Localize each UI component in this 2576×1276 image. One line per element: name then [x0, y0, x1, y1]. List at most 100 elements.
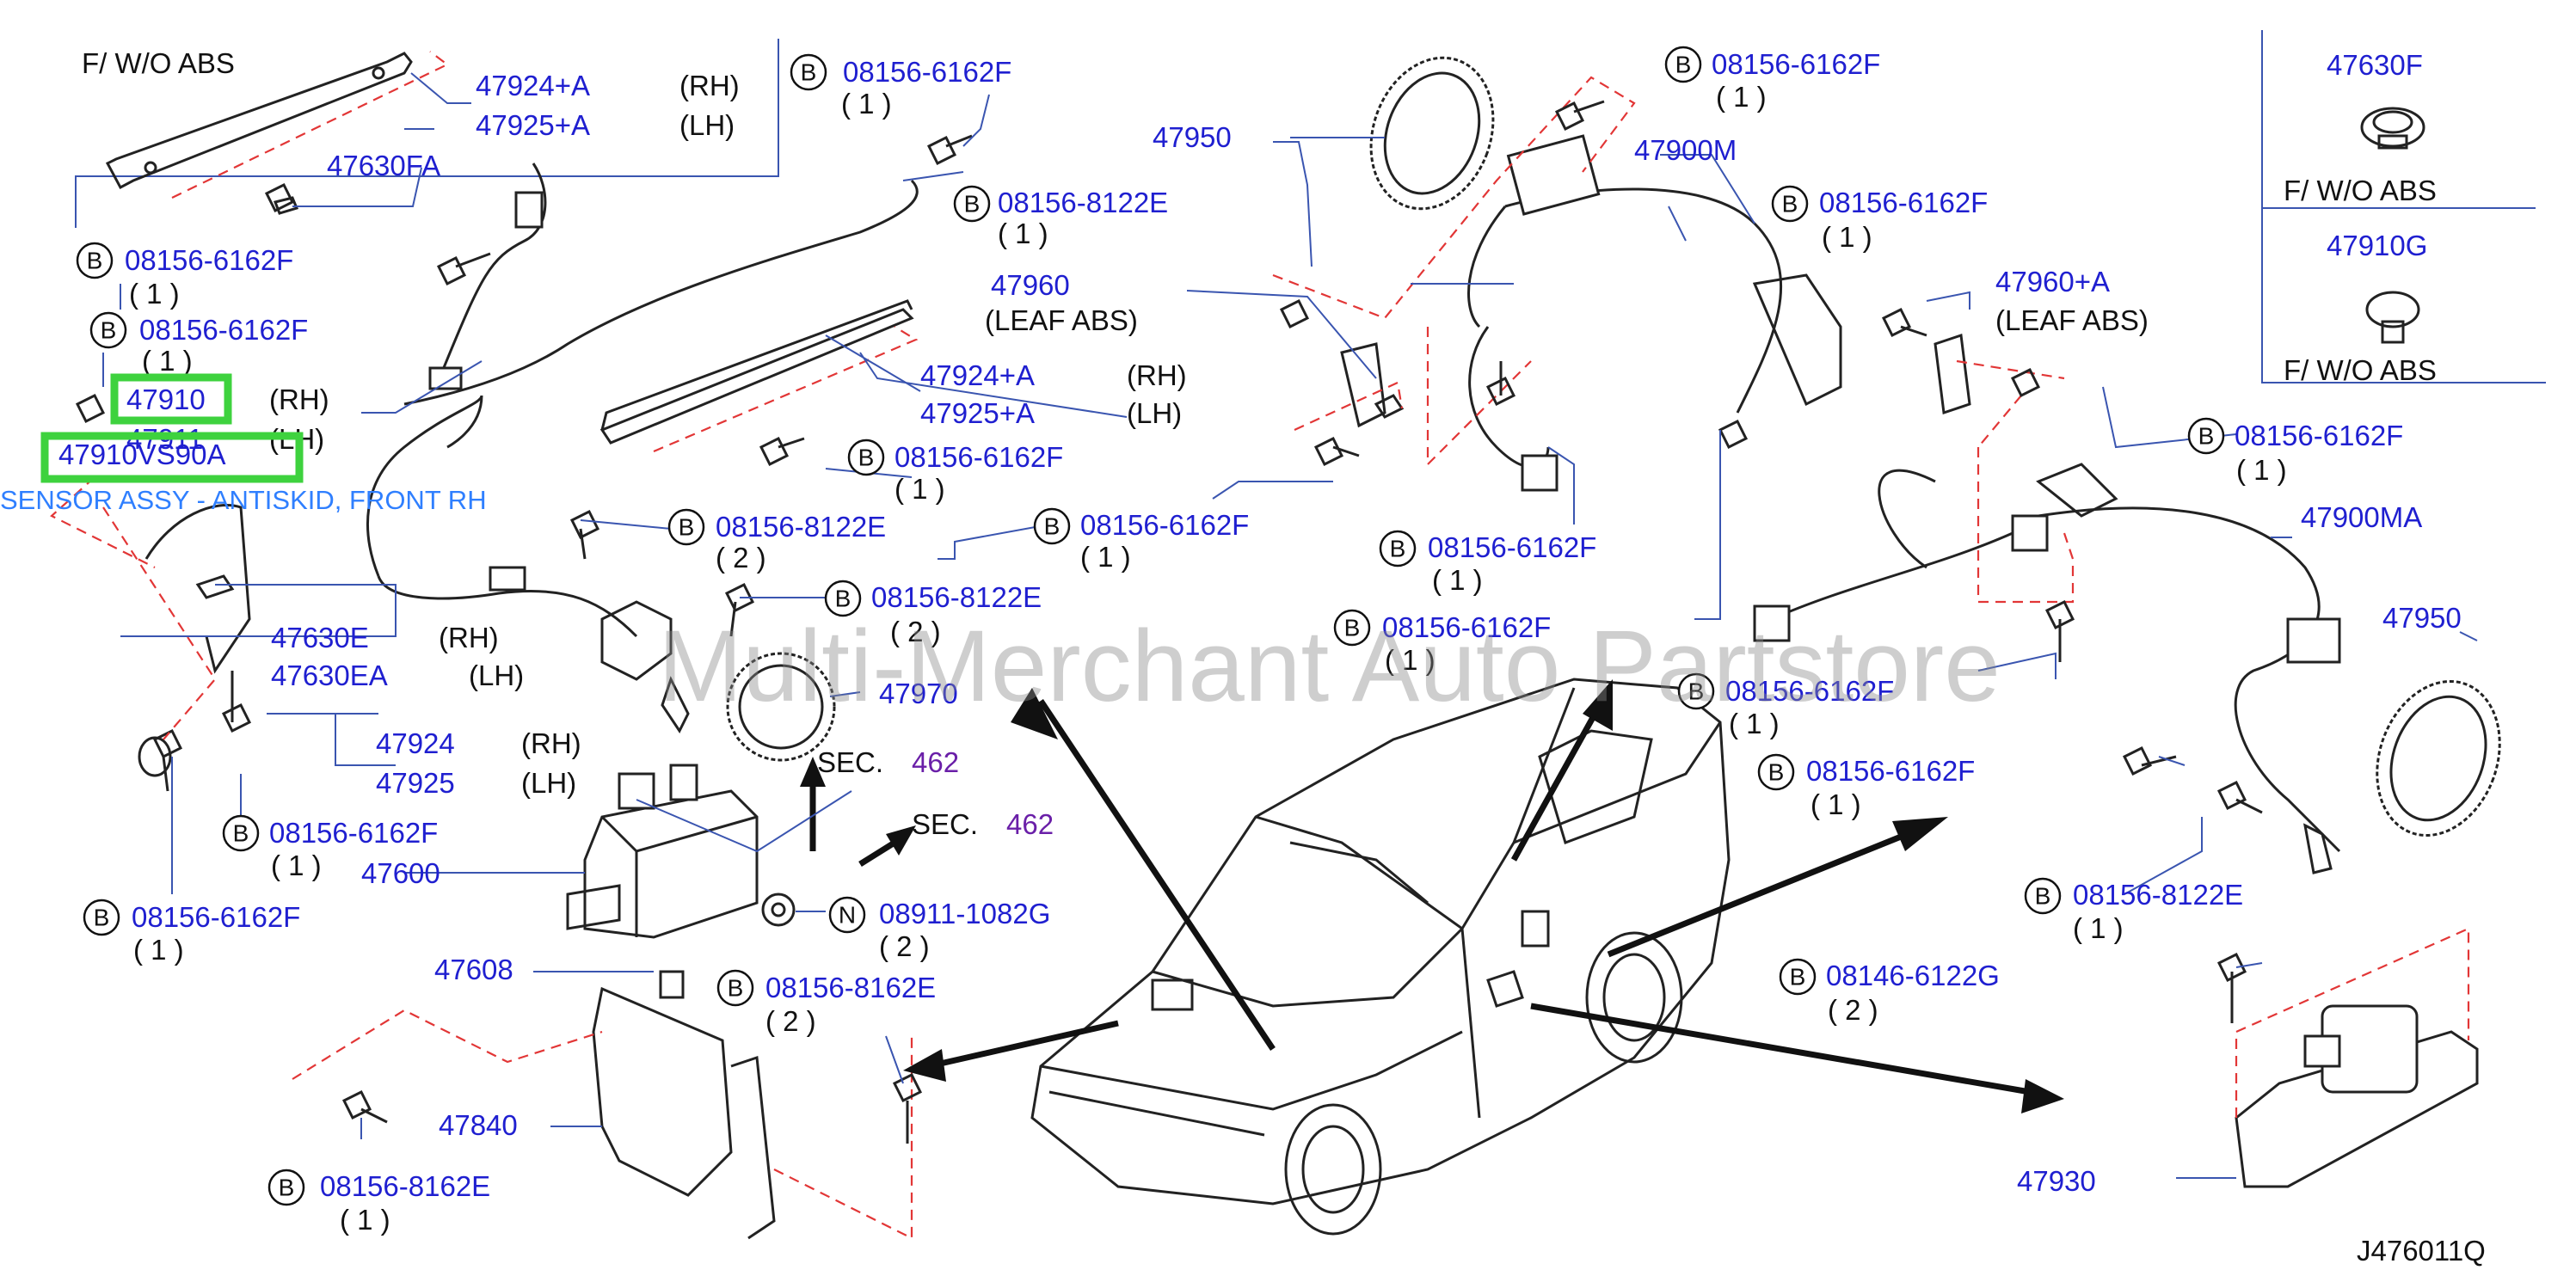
part-47960a: 47960+A — [1995, 266, 2110, 298]
qty: ( 1 ) — [133, 934, 184, 966]
note-fwo-abs: F/ W/O ABS — [2284, 175, 2437, 206]
svg-text:B: B — [101, 317, 117, 344]
bolt-08156-6162f: 08156-6162F — [125, 244, 293, 276]
b-marker: B — [667, 508, 705, 546]
sensor-tooltip: SENSOR ASSY - ANTISKID, FRONT RH — [0, 485, 487, 515]
qty: ( 1 ) — [271, 850, 322, 881]
qty: ( 1 ) — [1822, 221, 1872, 253]
frame-lines — [75, 30, 2546, 383]
b-marker: B — [267, 1169, 305, 1206]
qual-lh: (LH) — [521, 767, 576, 799]
bracket-47960a-drawing — [1934, 333, 1971, 415]
svg-text:B: B — [1675, 52, 1692, 78]
sec-num: 462 — [912, 746, 959, 778]
dashed-guide — [2235, 927, 2470, 1118]
part-47600: 47600 — [361, 857, 440, 889]
part-47925a-lower: 47925+A — [920, 397, 1035, 429]
bolt-08156-6162f: 08156-6162F — [1080, 509, 1249, 541]
part-47840: 47840 — [439, 1109, 518, 1141]
dashed-guide — [1977, 447, 2075, 604]
bolt-08156-6162f: 08156-6162F — [895, 441, 1063, 473]
b-marker: B — [1664, 46, 1702, 83]
qty: ( 2 ) — [1828, 994, 1878, 1026]
qty: ( 2 ) — [716, 542, 766, 574]
qty: ( 1 ) — [2236, 454, 2287, 486]
bolt-08156-6162f: 08156-6162F — [1806, 755, 1975, 787]
part-47608: 47608 — [434, 954, 513, 985]
grommet-47910g-drawing — [2365, 291, 2420, 344]
bolt-08146-6122g: 08146-6122G — [1826, 960, 2000, 991]
bolt-08156-8162e: 08156-8162E — [320, 1170, 490, 1202]
highlight-47910[interactable] — [110, 373, 232, 425]
leader-lines — [102, 72, 2478, 1179]
bolt-08156-8122e: 08156-8122E — [998, 187, 1168, 218]
b-marker: B — [847, 439, 885, 476]
svg-text:B: B — [1688, 678, 1705, 705]
b-marker: B — [716, 969, 754, 1007]
b-marker: B — [2024, 877, 2062, 915]
pointer-arrows — [800, 679, 2064, 1113]
b-marker: B — [1333, 609, 1371, 647]
qual-rh: (RH) — [439, 622, 499, 653]
diagram-code: J476011Q — [2357, 1235, 2486, 1267]
sec-num: 462 — [1006, 808, 1054, 840]
harness-47900m-drawing — [1467, 134, 1842, 492]
b-marker: B — [76, 242, 114, 279]
b-marker: B — [83, 899, 120, 936]
grommet-47630f-drawing — [2360, 107, 2425, 150]
bolt-08156-8122e: 08156-8122E — [871, 581, 1042, 613]
qty: ( 1 ) — [1811, 788, 1861, 820]
bolt-08156-6162f: 08156-6162F — [2235, 420, 2403, 451]
svg-text:B: B — [2035, 883, 2051, 910]
b-marker: B — [222, 814, 260, 852]
svg-text:B: B — [964, 191, 981, 218]
qty: ( 1 ) — [1432, 564, 1483, 596]
svg-text:B: B — [1768, 759, 1785, 786]
note-fwo-abs: F/ W/O ABS — [82, 47, 235, 79]
b-marker: B — [1771, 185, 1809, 223]
module-47930-drawing — [2235, 1004, 2479, 1188]
svg-text:B: B — [279, 1175, 295, 1201]
qty: ( 1 ) — [895, 473, 945, 505]
b-marker: B — [1677, 672, 1715, 710]
vehicle-drawing — [1030, 678, 1731, 1236]
b-marker: B — [1757, 753, 1795, 791]
qty: ( 1 ) — [1385, 644, 1436, 676]
b-marker: B — [2187, 417, 2225, 455]
svg-text:B: B — [1782, 191, 1798, 218]
svg-text:B: B — [2198, 423, 2215, 450]
part-47950: 47950 — [1153, 121, 1232, 153]
part-47910: 47910 — [126, 383, 206, 415]
svg-text:B: B — [87, 248, 103, 274]
tone-ring-47970-drawing — [726, 652, 836, 762]
b-marker: B — [790, 53, 827, 91]
dashed-guide — [773, 1032, 913, 1240]
part-47925: 47925 — [376, 767, 455, 799]
harness-rh-drawing — [366, 163, 919, 733]
dashed-guide — [1272, 76, 1636, 320]
note-fwo-abs: F/ W/O ABS — [2284, 354, 2437, 386]
qty: ( 2 ) — [879, 930, 930, 962]
part-47630e: 47630E — [271, 622, 369, 653]
qual-lh: (LH) — [679, 109, 735, 141]
part-47950-right: 47950 — [2382, 602, 2462, 634]
bolt-08156-6162f: 08156-6162F — [1725, 675, 1894, 707]
dashed-guide — [102, 506, 217, 740]
bolt-08156-6162f: 08156-6162F — [132, 901, 300, 933]
actuator-47600-drawing — [566, 764, 759, 939]
bolt-08156-6162f: 08156-6162F — [139, 314, 308, 346]
bolt-08156-6162f: 08156-6162F — [269, 817, 438, 849]
harness-47900ma-drawing — [1753, 463, 2341, 874]
n-marker: N — [828, 896, 866, 934]
qual-lh: (LH) — [1127, 397, 1182, 429]
tone-ring-47950-right-drawing — [2376, 679, 2501, 837]
bolt-08156-6162f: 08156-6162F — [1428, 531, 1596, 563]
qty: ( 1 ) — [340, 1204, 390, 1236]
highlight-47910vs90a[interactable] — [40, 432, 304, 483]
dashed-guide — [1956, 359, 2065, 380]
qty: ( 1 ) — [1080, 541, 1131, 573]
svg-text:B: B — [679, 514, 695, 541]
svg-text:B: B — [728, 975, 744, 1002]
bracket-47840-drawing — [592, 970, 776, 1240]
b-marker: B — [1379, 530, 1417, 567]
